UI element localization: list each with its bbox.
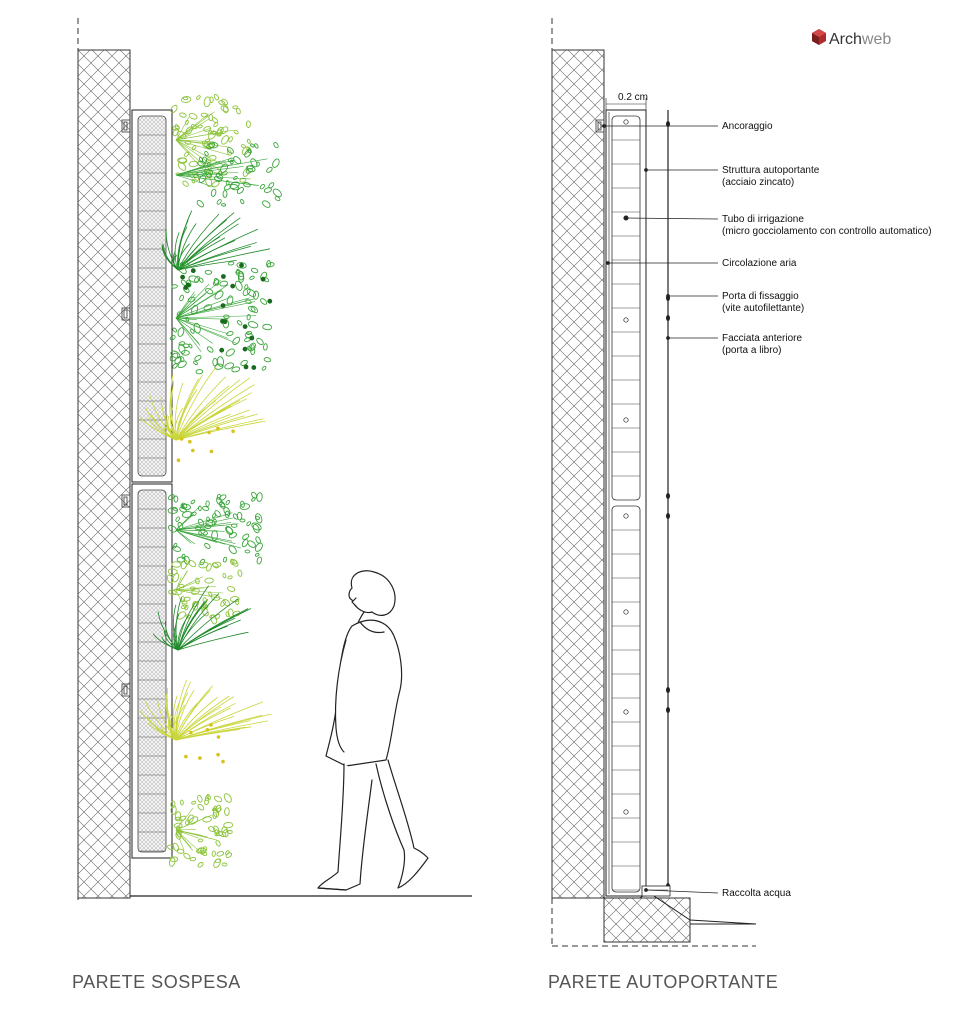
brand-name-a: Arch (829, 31, 862, 48)
left-anchor-brackets (121, 119, 131, 697)
left-panel-upper (131, 109, 173, 483)
caption-parete-autoportante: PARETE AUTOPORTANTE (548, 972, 779, 992)
dimension-label: 0.2 cm (618, 92, 648, 103)
left-panel-lower (131, 483, 173, 859)
archweb-logo: Archweb (812, 29, 891, 48)
right-panel-lower (611, 505, 641, 893)
person-figure (317, 570, 429, 891)
label-facciata: Facciata anteriore(porta a libro) (722, 333, 802, 356)
right-foundation-block (603, 897, 691, 943)
leader-raccolta (645, 889, 719, 894)
label-circolazione: Circolazione aria (722, 258, 797, 269)
label-tubo: Tubo di irrigazione(micro gocciolamento … (722, 214, 932, 237)
vegetation-plants (139, 93, 282, 869)
leader-tubo (625, 217, 719, 220)
label-raccolta: Raccolta acqua (722, 888, 791, 899)
brand-name-b: web (861, 31, 891, 48)
svg-text:Archweb: Archweb (829, 31, 891, 48)
caption-parete-sospesa: PARETE SOSPESA (72, 972, 241, 992)
left-drawing-parete-sospesa (77, 18, 472, 900)
label-struttura: Struttura autoportante(acciaio zincato) (722, 165, 820, 188)
right-masonry-wall (551, 49, 605, 899)
dimension-0-2cm (605, 98, 647, 110)
label-ancoraggio: Ancoraggio (722, 121, 773, 132)
label-porta-fissaggio: Porta di fissaggio(vite autofilettante) (722, 291, 804, 314)
left-masonry-wall (77, 49, 131, 899)
